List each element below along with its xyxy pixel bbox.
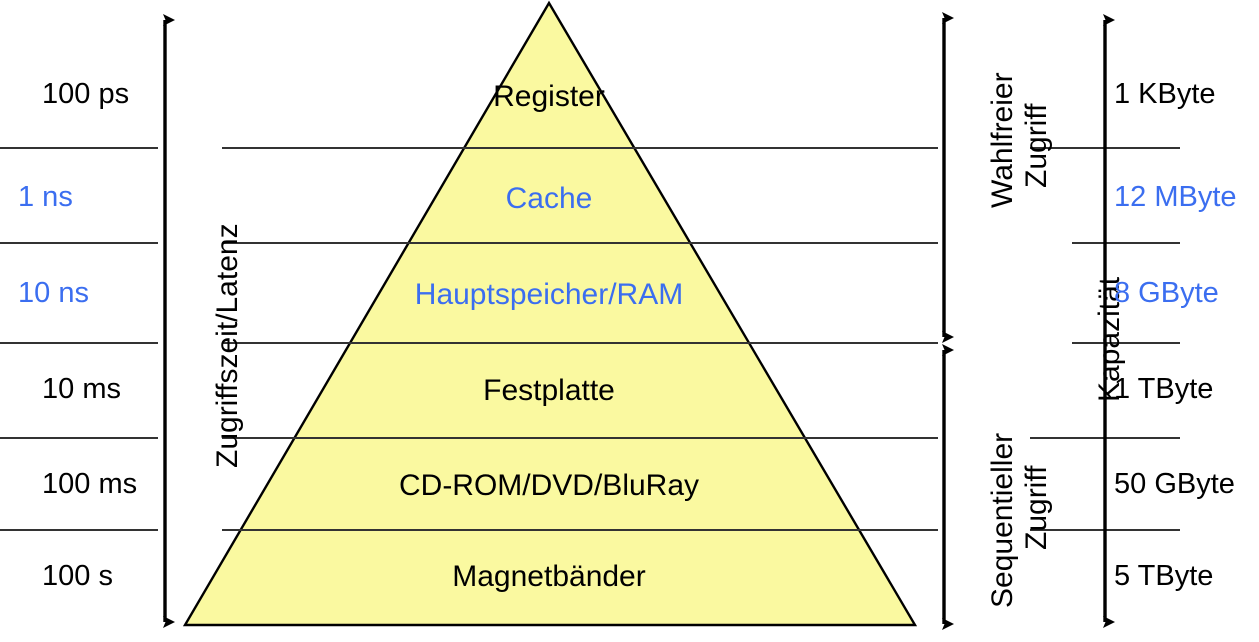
tier-label-festplatte: Festplatte bbox=[483, 374, 615, 407]
capacity-value-tape: 5 TByte bbox=[1114, 560, 1214, 592]
capacity-value-disk: 1 TByte bbox=[1114, 373, 1214, 405]
capacity-value-register: 1 KByte bbox=[1114, 78, 1216, 110]
latency-value-cache: 1 ns bbox=[18, 181, 73, 213]
sequential-access-label-line1: Sequentieller bbox=[986, 432, 1019, 608]
latency-value-optical: 100 ms bbox=[42, 468, 138, 500]
sequential-access-label-line2: Zugriff bbox=[1020, 465, 1053, 550]
tier-label-optical: CD-ROM/DVD/BluRay bbox=[398, 469, 700, 502]
tier-label-ram: Hauptspeicher/RAM bbox=[414, 278, 684, 311]
random-access-label-line2: Zugriff bbox=[1020, 103, 1053, 188]
tier-label-tape: Magnetbänder bbox=[452, 560, 646, 593]
tier-label-cache: Cache bbox=[505, 182, 593, 215]
latency-value-register: 100 ps bbox=[42, 78, 130, 110]
capacity-value-cache: 12 MByte bbox=[1114, 181, 1237, 213]
latency-value-tape: 100 s bbox=[42, 560, 113, 592]
pyramid-shape bbox=[182, 0, 918, 627]
latency-value-disk: 10 ms bbox=[42, 373, 121, 405]
tier-label-register: Register bbox=[493, 80, 605, 113]
latency-value-ram: 10 ns bbox=[18, 277, 89, 309]
capacity-value-ram: 8 GByte bbox=[1114, 277, 1219, 309]
capacity-value-optical: 50 GByte bbox=[1114, 468, 1235, 500]
random-access-label-line1: Wahlfreier bbox=[986, 72, 1019, 208]
left-axis-label: Zugriffszeit/Latenz bbox=[211, 223, 244, 468]
